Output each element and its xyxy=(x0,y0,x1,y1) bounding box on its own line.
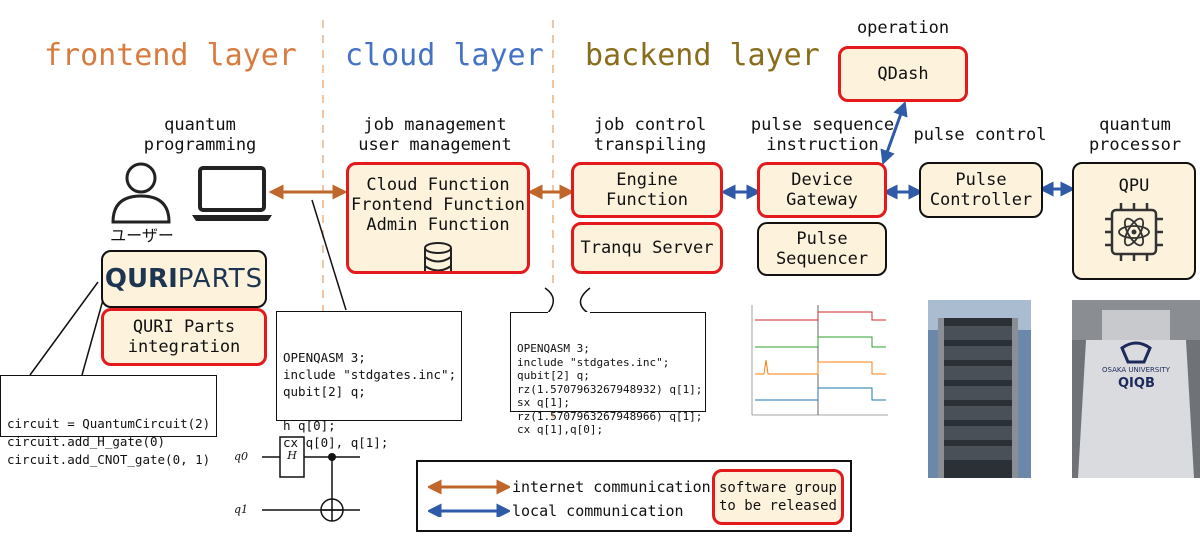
qubit-label-0: q0 xyxy=(234,450,249,463)
python-code-block: circuit = QuantumCircuit(2)circuit.add_H… xyxy=(0,375,217,467)
legend-local-label: local communication xyxy=(512,502,684,520)
qpu-photo: OSAKA UNIVERSITY QIQB xyxy=(1072,300,1200,478)
callout-line-qasm-frontend xyxy=(311,199,347,311)
qasm-backend-code-block: OPENQASM 3;include "stdgates.inc";qubit[… xyxy=(510,312,706,436)
qasm-frontend-code-block: OPENQASM 3;include "stdgates.inc";qubit[… xyxy=(276,311,462,450)
user-label: ユーザー xyxy=(110,226,174,245)
legend-software-group: software group to be released xyxy=(712,469,844,525)
cloud-function-label: Cloud Function Frontend Function Admin F… xyxy=(351,175,525,235)
tranqu-server-box: Tranqu Server xyxy=(571,222,723,274)
cloud-function-box: Cloud Function Frontend Function Admin F… xyxy=(346,162,530,274)
qpu-label: QPU xyxy=(1118,176,1150,196)
quri-parts-integration-box: QURI Parts integration xyxy=(101,308,267,366)
pulse-controller-box: Pulse Controller xyxy=(919,162,1043,218)
database-icon xyxy=(424,242,452,271)
h-gate-label: H xyxy=(287,449,297,462)
legend-internet-label: internet communication xyxy=(512,478,711,496)
local-arrow-gateway-qdash xyxy=(880,100,908,166)
pulse-plot xyxy=(742,302,892,422)
caption-operation: operation xyxy=(856,18,950,38)
legend: internet communication local communicati… xyxy=(416,460,852,532)
laptop-icon xyxy=(192,166,272,221)
qdash-box: QDash xyxy=(838,46,968,102)
chip-icon xyxy=(1105,203,1163,261)
callout-line-python-1 xyxy=(29,281,99,376)
qiqb-label: QIQB xyxy=(1118,376,1155,391)
rack-photo xyxy=(928,300,1031,478)
frontend-layer-title: frontend layer xyxy=(44,38,297,73)
user-icon xyxy=(111,162,171,224)
cloud-layer-title: cloud layer xyxy=(345,38,544,73)
qubit-label-1: q1 xyxy=(234,503,249,516)
qpu-box: QPU xyxy=(1072,162,1196,280)
h-gate xyxy=(279,436,305,478)
pulse-sequencer-box: Pulse Sequencer xyxy=(757,222,887,276)
caption-pulse-sequence: pulse sequence instruction xyxy=(750,115,895,155)
callout-tail-qasm-backend xyxy=(544,287,591,314)
device-gateway-box: Device Gateway xyxy=(757,162,887,218)
caption-job-management: job management user management xyxy=(358,115,512,155)
backend-layer-title: backend layer xyxy=(585,38,820,73)
university-label: OSAKA UNIVERSITY xyxy=(1102,366,1170,374)
caption-pulse-control: pulse control xyxy=(913,125,1047,145)
caption-job-control: job control transpiling xyxy=(593,115,707,155)
engine-function-box: Engine Function xyxy=(571,162,723,218)
caption-quantum-programming: quantum programming xyxy=(143,115,257,155)
caption-quantum-processor: quantum processor xyxy=(1088,115,1182,155)
